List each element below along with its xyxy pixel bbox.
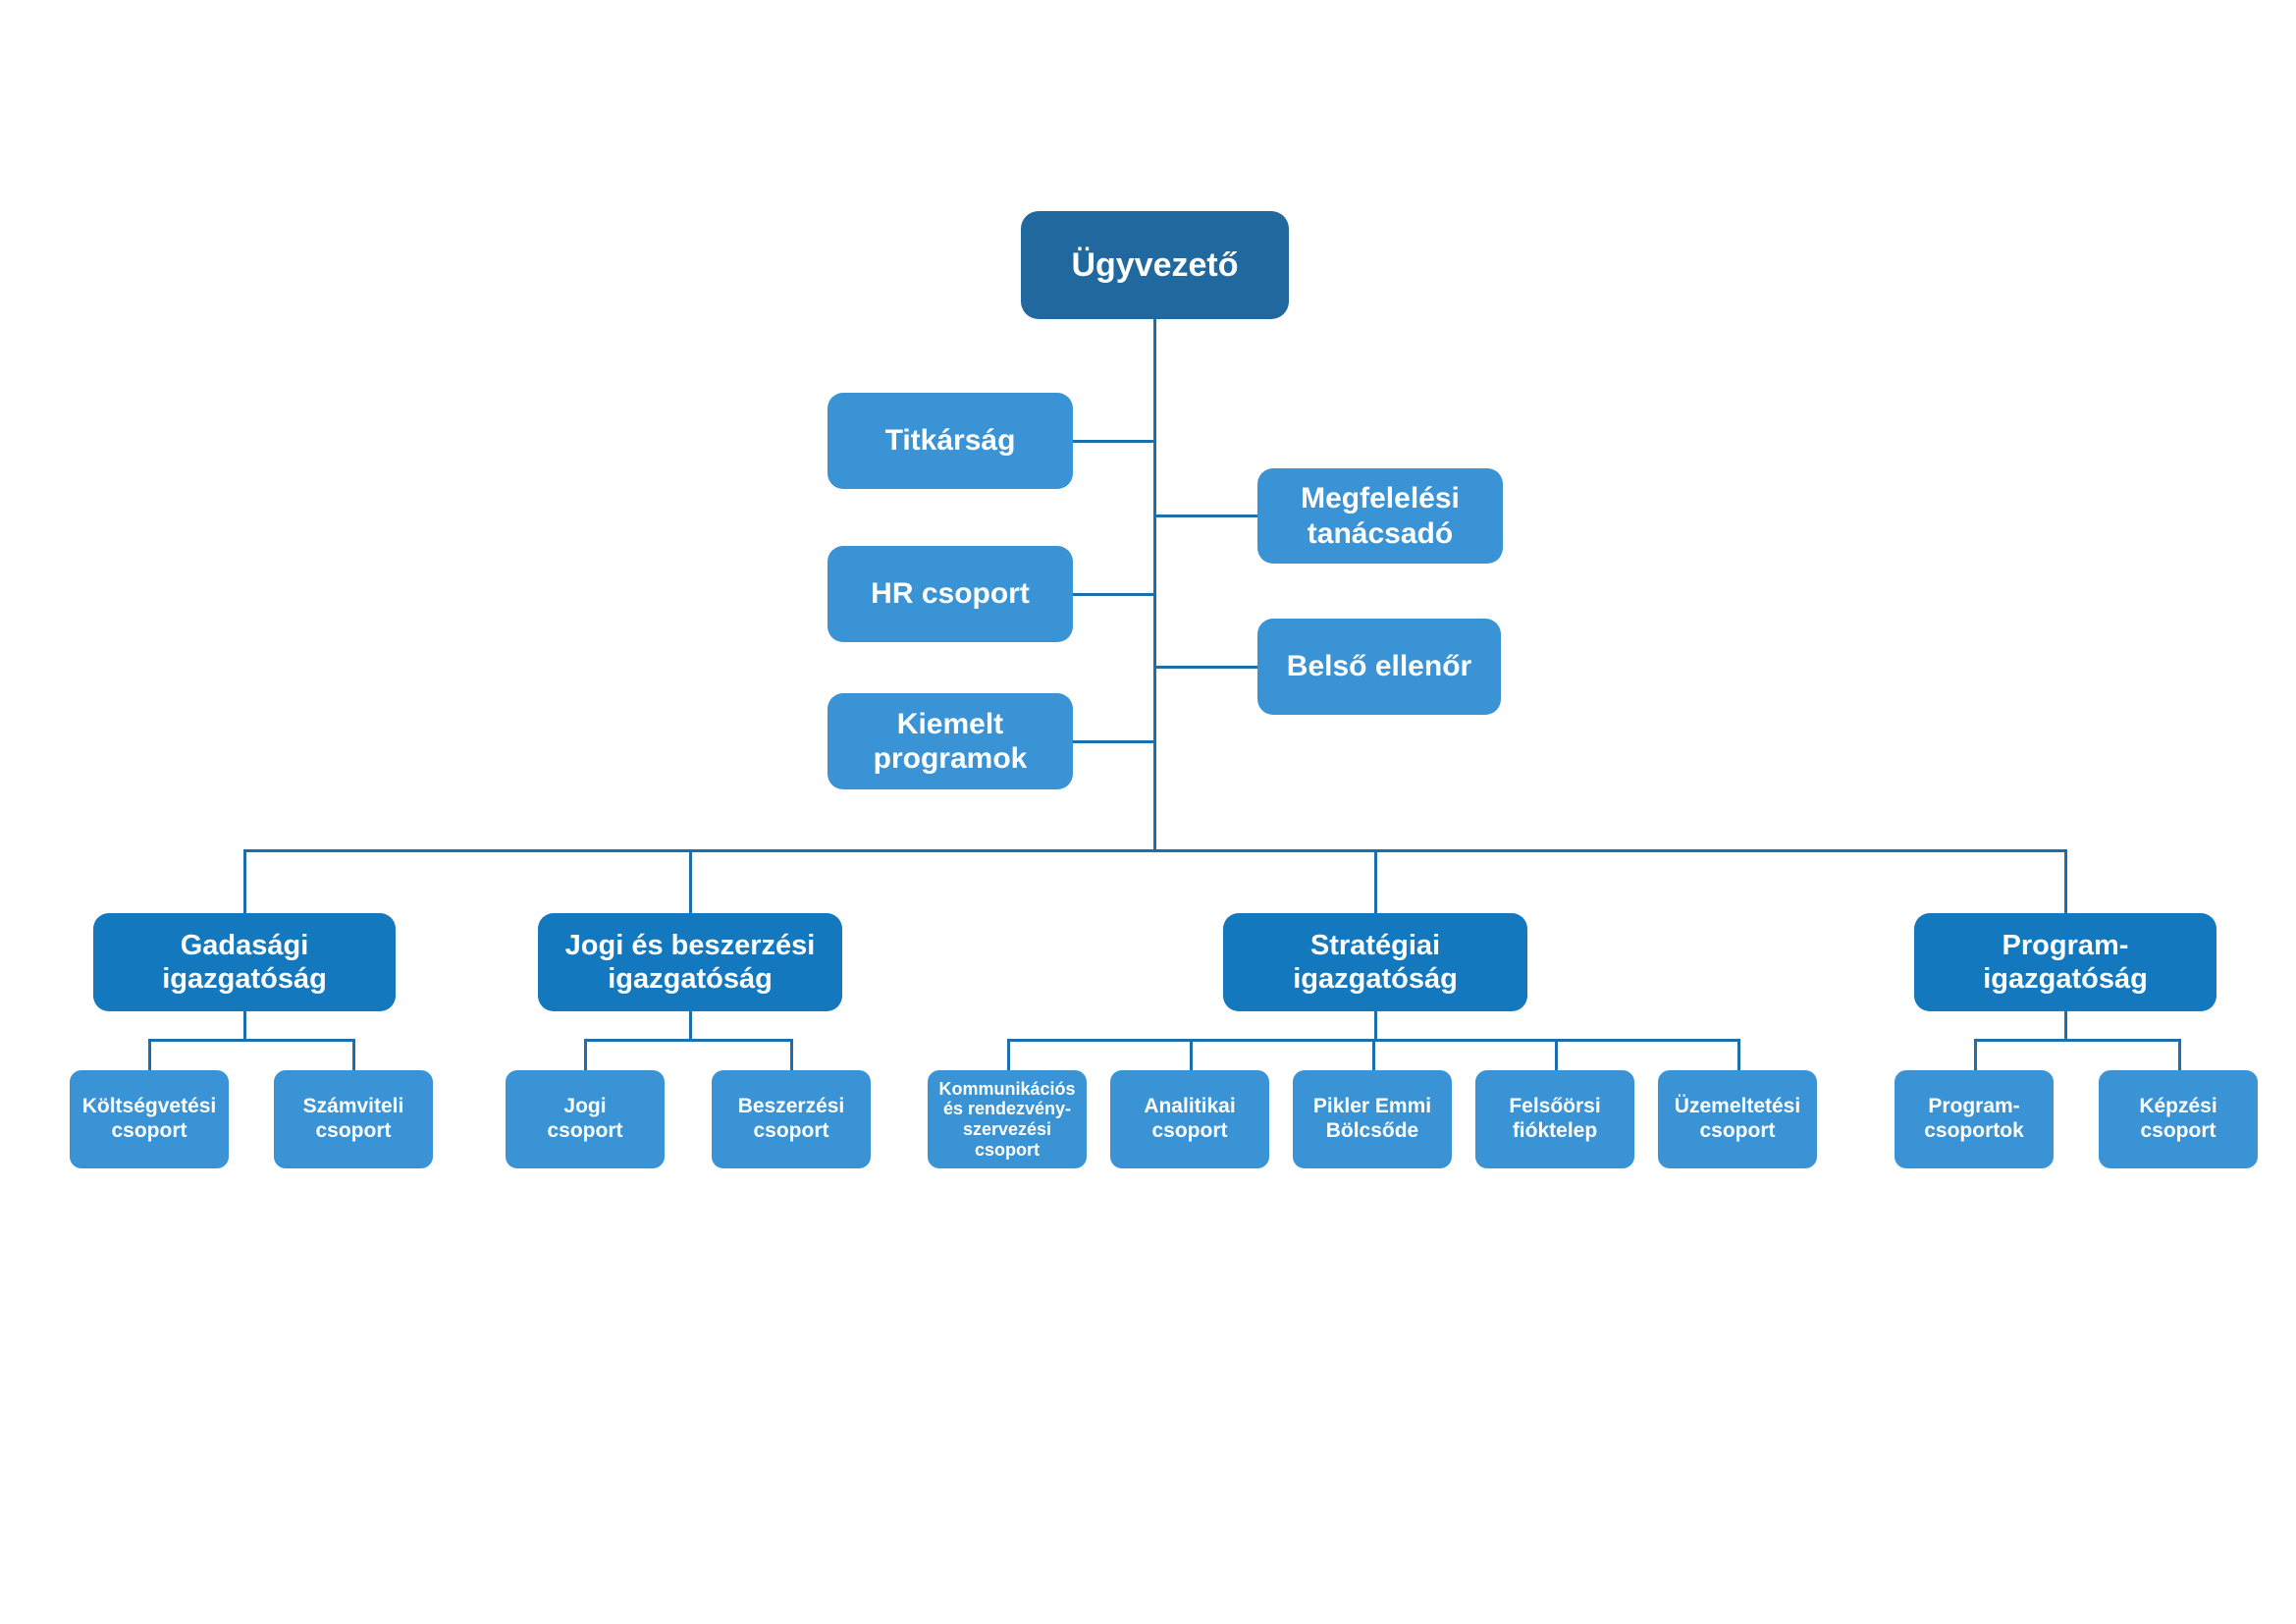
connector-megfelelesi xyxy=(1153,514,1257,517)
connector-trunk xyxy=(1153,319,1156,851)
node-szamviteli-csoport: Számviteli csoport xyxy=(274,1070,433,1168)
node-beszerzesi-csoport: Beszerzési csoport xyxy=(712,1070,871,1168)
connector-hr-csoport xyxy=(1073,593,1156,596)
connector-splitter-jogi xyxy=(584,1039,792,1042)
connector-kid-drop xyxy=(584,1039,587,1070)
connector-stub-strategiai xyxy=(1374,1011,1377,1039)
connector-drop-jogi xyxy=(689,849,692,913)
connector-kid-drop xyxy=(352,1039,355,1070)
node-program-csoportok: Program- csoportok xyxy=(1895,1070,2054,1168)
node-belso-ellenor: Belső ellenőr xyxy=(1257,619,1501,715)
connector-kid-drop xyxy=(2178,1039,2181,1070)
connector-main-rail xyxy=(243,849,2067,852)
node-megfelelesi-tanacsado: Megfelelési tanácsadó xyxy=(1257,468,1503,564)
connector-titkarsag xyxy=(1073,440,1156,443)
connector-kid-drop xyxy=(1737,1039,1740,1070)
node-felsoorsi-fioktelep: Felsőörsi fióktelep xyxy=(1475,1070,1634,1168)
node-jogi-csoport: Jogi csoport xyxy=(506,1070,665,1168)
node-titkarsag: Titkárság xyxy=(828,393,1073,489)
connector-kid-drop xyxy=(790,1039,793,1070)
connector-splitter-program xyxy=(1974,1039,2178,1042)
node-analitikai-csoport: Analitikai csoport xyxy=(1110,1070,1269,1168)
connector-kid-drop xyxy=(1372,1039,1375,1070)
connector-stub-jogi xyxy=(689,1011,692,1039)
node-kiemelt-programok: Kiemelt programok xyxy=(828,693,1073,789)
connector-belso-ellenor xyxy=(1153,666,1257,669)
node-koltsegvetesi-csoport: Költségvetési csoport xyxy=(70,1070,229,1168)
connector-kiemelt-programok xyxy=(1073,740,1156,743)
node-uzemeltetesi-csoport: Üzemeltetési csoport xyxy=(1658,1070,1817,1168)
node-ugyvezeto: Ügyvezető xyxy=(1021,211,1289,319)
connector-splitter-gadasagi xyxy=(148,1039,354,1042)
connector-stub-gadasagi xyxy=(243,1011,246,1039)
node-strategiai-igazgatosag: Stratégiai igazgatóság xyxy=(1223,913,1527,1011)
node-jogi-es-beszerzesi-igazgatosag: Jogi és beszerzési igazgatóság xyxy=(538,913,842,1011)
connector-drop-strategiai xyxy=(1374,849,1377,913)
connector-kid-drop xyxy=(1007,1039,1010,1070)
connector-kid-drop xyxy=(1190,1039,1193,1070)
connector-kid-drop xyxy=(1974,1039,1977,1070)
node-hr-csoport: HR csoport xyxy=(828,546,1073,642)
node-program-igazgatosag: Program- igazgatóság xyxy=(1914,913,2216,1011)
connector-stub-program xyxy=(2064,1011,2067,1039)
connector-kid-drop xyxy=(148,1039,151,1070)
node-gadasagi-igazgatosag: Gadasági igazgatóság xyxy=(93,913,396,1011)
node-kepzesi-csoport: Képzési csoport xyxy=(2099,1070,2258,1168)
connector-drop-program xyxy=(2064,849,2067,913)
node-kommunikacios-csoport: Kommunikációs és rendezvény- szervezési … xyxy=(928,1070,1087,1168)
connector-kid-drop xyxy=(1555,1039,1558,1070)
connector-drop-gadasagi xyxy=(243,849,246,913)
node-pikler-emmi-bolcsode: Pikler Emmi Bölcsőde xyxy=(1293,1070,1452,1168)
